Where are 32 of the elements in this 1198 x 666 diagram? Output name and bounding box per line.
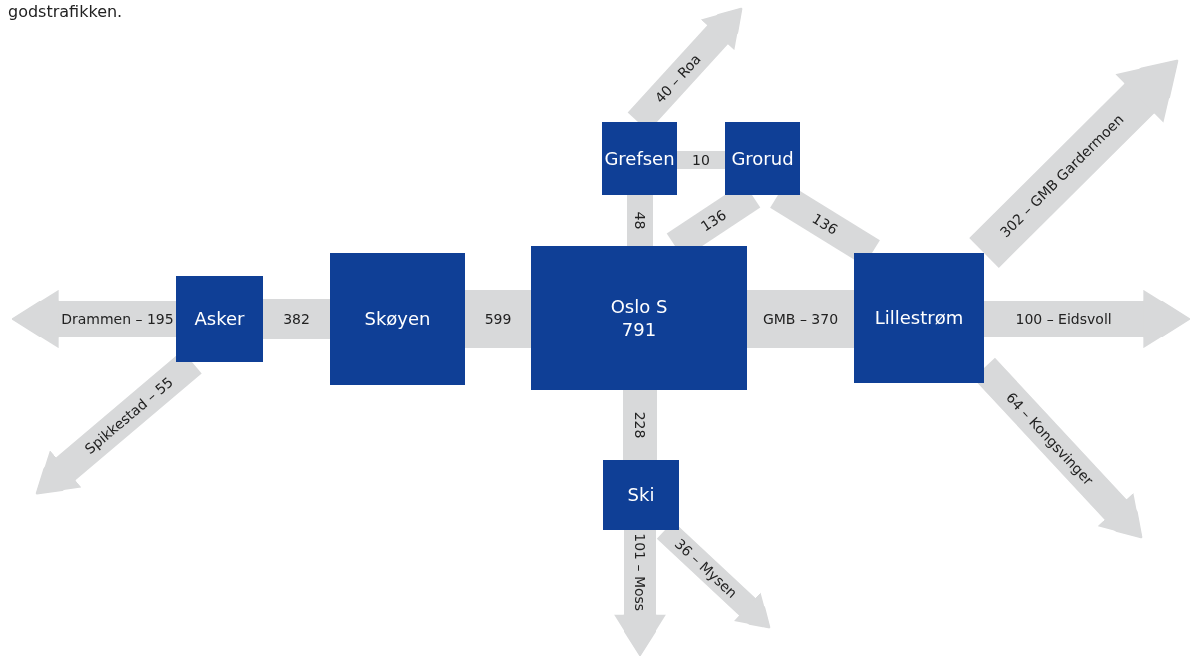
edge-label: 136 — [697, 206, 730, 235]
station-box — [330, 253, 465, 385]
edge-label: 101 – Moss — [632, 533, 648, 612]
edge-label: 40 – Roa — [651, 50, 704, 106]
station-label: Asker — [194, 307, 245, 331]
edge-label: 228 — [632, 411, 648, 439]
station-label: Skøyen — [364, 307, 431, 331]
station-label: Grefsen — [604, 146, 675, 171]
station-box — [603, 460, 679, 530]
station-box — [531, 246, 747, 390]
edge-label: 382 — [283, 311, 310, 327]
edge-label: 10 — [692, 152, 710, 168]
edge-label: 136 — [809, 210, 841, 238]
station-box — [854, 253, 984, 383]
edge-label: GMB – 370 — [762, 311, 839, 327]
arrow — [614, 530, 666, 656]
edge-label: 48 — [632, 211, 648, 230]
edge-label: 100 – Eidsvoll — [1015, 311, 1112, 327]
note-text: godstrafikken. — [8, 2, 123, 21]
edge-label: Drammen – 195 — [61, 311, 174, 327]
station-box — [725, 122, 800, 195]
station-box — [176, 276, 263, 362]
station-box — [602, 122, 677, 195]
station-label: Oslo S — [610, 294, 668, 318]
station-label: 791 — [621, 318, 657, 342]
station-label: Grorud — [731, 146, 794, 171]
arrow — [969, 59, 1179, 268]
edge-label: 599 — [484, 311, 512, 327]
station-label: Ski — [627, 483, 655, 507]
station-label: Lillestrøm — [874, 306, 964, 330]
arrow — [12, 289, 176, 349]
arrow — [984, 289, 1190, 349]
